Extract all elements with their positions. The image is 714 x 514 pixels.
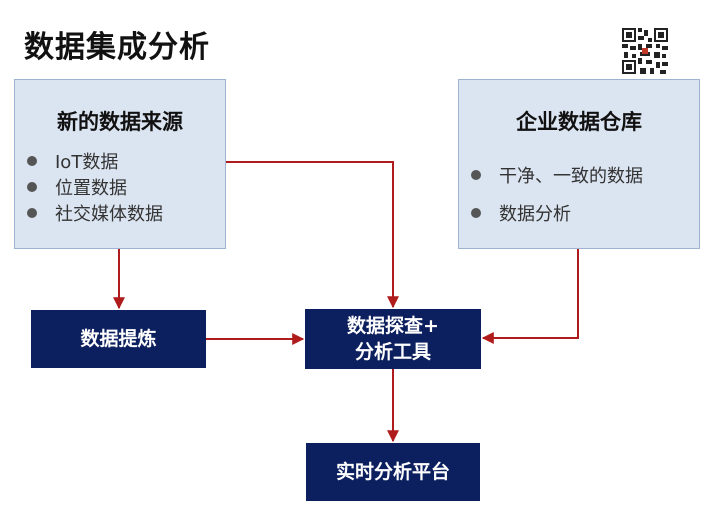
list-item-text: 位置数据 bbox=[55, 178, 127, 199]
list-item: IoT数据 bbox=[27, 148, 163, 174]
arrow-sources-to-explore bbox=[226, 161, 399, 309]
qr-code-icon bbox=[622, 28, 668, 74]
bullet-dot-icon bbox=[27, 208, 37, 218]
data-exploration-box: 数据探查+ 分析工具 bbox=[305, 309, 481, 369]
data-warehouse-box: 企业数据仓库 干净、一致的数据 数据分析 bbox=[458, 79, 700, 249]
new-data-sources-list: IoT数据 位置数据 社交媒体数据 bbox=[27, 148, 163, 226]
list-item-text: IoT数据 bbox=[55, 152, 119, 173]
page-title: 数据集成分析 bbox=[24, 30, 210, 65]
bullet-dot-icon bbox=[471, 170, 481, 180]
data-refining-box: 数据提炼 bbox=[31, 310, 206, 368]
list-item: 位置数据 bbox=[27, 174, 163, 200]
data-refining-label: 数据提炼 bbox=[80, 328, 157, 350]
list-item: 社交媒体数据 bbox=[27, 200, 163, 226]
bullet-dot-icon bbox=[27, 182, 37, 192]
data-warehouse-list: 干净、一致的数据 数据分析 bbox=[471, 156, 643, 232]
arrow-warehouse-to-explore bbox=[481, 249, 579, 344]
realtime-analytics-label: 实时分析平台 bbox=[335, 461, 450, 483]
list-item: 数据分析 bbox=[471, 194, 643, 232]
bullet-dot-icon bbox=[471, 208, 481, 218]
list-item: 干净、一致的数据 bbox=[471, 156, 643, 194]
data-warehouse-title: 企业数据仓库 bbox=[516, 110, 642, 134]
new-data-sources-box: 新的数据来源 IoT数据 位置数据 社交媒体数据 bbox=[14, 79, 226, 249]
list-item-text: 数据分析 bbox=[499, 204, 571, 225]
data-exploration-label-line1: 数据探查+ bbox=[347, 315, 439, 337]
bullet-dot-icon bbox=[27, 156, 37, 166]
new-data-sources-title: 新的数据来源 bbox=[57, 110, 183, 134]
realtime-analytics-box: 实时分析平台 bbox=[306, 443, 480, 501]
list-item-text: 干净、一致的数据 bbox=[499, 166, 643, 187]
list-item-text: 社交媒体数据 bbox=[55, 204, 163, 225]
data-exploration-label-line2: 分析工具 bbox=[354, 341, 431, 363]
